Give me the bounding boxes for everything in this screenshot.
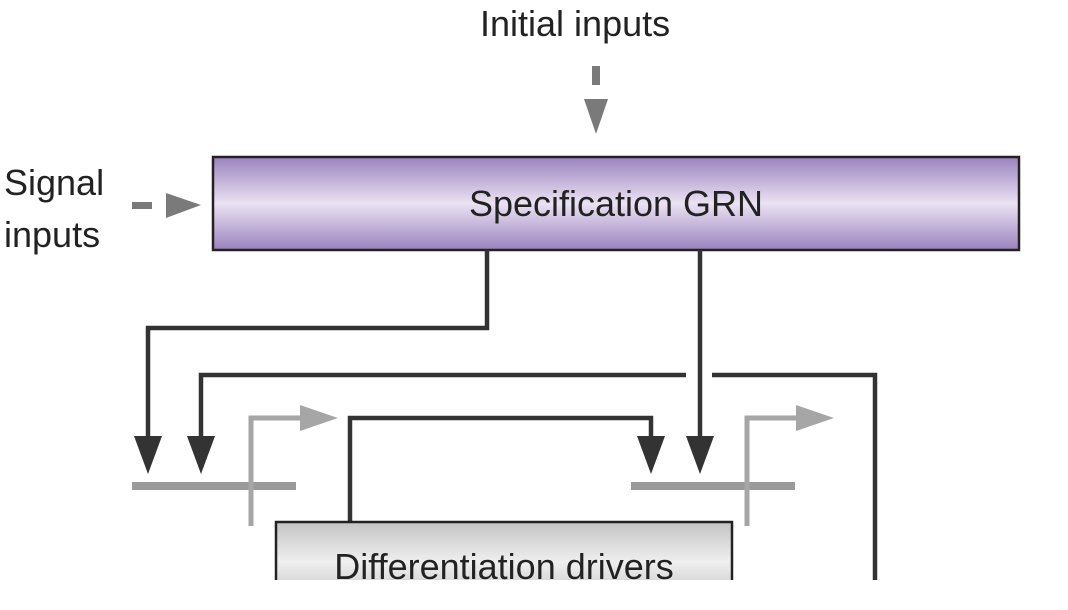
right-promoter-icon [744,415,801,526]
signal-inputs-arrow [132,193,201,218]
initial-inputs-arrow [584,66,608,134]
arrowhead-icon [686,436,714,474]
arrowhead-icon [134,436,162,474]
diagram-canvas: Initial inputs Signal inputs Specificati… [4,3,1021,587]
feedback-arrow [187,372,878,580]
specification-grn-box [211,155,1021,252]
left-promoter-icon [248,415,305,526]
differentiation-drivers-box [274,520,734,580]
left-gene [132,405,338,526]
arrowhead-icon [300,405,338,431]
arrowhead-icon [796,405,834,431]
specification-grn-label: Specification GRN [468,182,764,224]
diagram-graphics [132,66,1021,580]
arrowhead-icon [584,99,608,134]
spec-to-right-gene-arrow [686,250,714,474]
arrowhead-icon [187,436,215,474]
diff-to-right-gene-arrow [347,415,665,522]
spec-to-left-gene-arrow [134,250,490,474]
signal-inputs-label-line2: inputs [4,214,101,255]
differentiation-drivers-label: Differentiation drivers [334,546,674,587]
arrowhead-icon [637,436,665,474]
right-gene [631,405,834,526]
initial-inputs-label: Initial inputs [480,3,671,44]
signal-inputs-label-line1: Signal [4,162,105,203]
signal-inputs-label: Signal inputs [4,157,104,261]
arrowhead-icon [166,193,201,218]
